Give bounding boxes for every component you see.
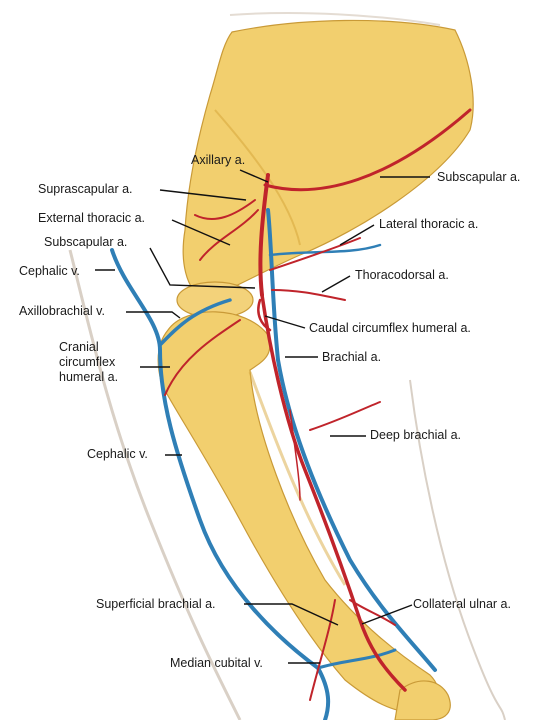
- deep-brachial-artery: [309, 401, 381, 431]
- leader-axillary: [239, 169, 269, 183]
- label-subscapular-a-left: Subscapular a.: [44, 235, 128, 249]
- label-median-cubital-v: Median cubital v.: [170, 656, 263, 670]
- label-cephalic-v-upper: Cephalic v.: [19, 264, 80, 278]
- brachial-artery: [260, 293, 407, 692]
- label-suprascapular-a: Suprascapular a.: [38, 182, 133, 196]
- label-cephalic-v-lower: Cephalic v.: [87, 447, 148, 461]
- scapula: [182, 19, 474, 301]
- leader-subscapular-left: [149, 247, 256, 289]
- label-axillobrachial-v: Axillobrachial v.: [19, 304, 105, 318]
- forearm-branch: [289, 409, 301, 501]
- humerus-shadow: [248, 371, 347, 586]
- label-superficial-brachial-a: Superficial brachial a.: [96, 597, 216, 611]
- label-external-thoracic-a: External thoracic a.: [38, 211, 145, 225]
- leader-lateral-thoracic: [339, 224, 375, 246]
- leader-external-thoracic: [171, 219, 231, 246]
- label-brachial-a: Brachial a.: [322, 350, 382, 364]
- leader-axillobrachial: [126, 311, 181, 319]
- subscapular-artery: [263, 108, 472, 192]
- caudal-circumflex-artery: [257, 298, 272, 332]
- axillobrachial-vein: [158, 298, 232, 347]
- leader-collateral-ulnar: [361, 604, 413, 625]
- label-deep-brachial-a: Deep brachial a.: [370, 428, 462, 442]
- thoracodorsal-artery: [271, 289, 346, 301]
- lateral-thoracic-artery: [269, 237, 361, 271]
- collateral-ulnar-artery: [349, 599, 396, 626]
- leader-caudal-circumflex: [264, 315, 306, 329]
- leader-superficial-brachial: [244, 603, 339, 626]
- label-cranial-circumflex-humeral-a: Cranial circumflex humeral a.: [59, 340, 119, 384]
- label-collateral-ulnar-a: Collateral ulnar a.: [413, 597, 511, 611]
- skin-outline-left: [68, 249, 242, 720]
- thoracic-vein: [268, 243, 382, 257]
- axillary-artery: [258, 173, 270, 297]
- skin-outline-top: [229, 12, 441, 26]
- suprascapular-artery: [194, 199, 256, 220]
- label-lateral-thoracic-a: Lateral thoracic a.: [379, 217, 479, 231]
- leader-thoracodorsal: [321, 275, 351, 293]
- label-caudal-circumflex-humeral-a: Caudal circumflex humeral a.: [309, 321, 471, 335]
- label-axillary-a: Axillary a.: [191, 153, 246, 167]
- superficial-brachial-artery: [309, 599, 336, 701]
- arteries: [164, 108, 472, 701]
- external-thoracic-artery: [199, 209, 259, 261]
- leader-lines: [95, 169, 430, 664]
- label-subscapular-a-right: Subscapular a.: [437, 170, 521, 184]
- median-cubital-vein: [316, 648, 397, 670]
- label-thoracodorsal-a: Thoracodorsal a.: [355, 268, 449, 282]
- brachial-vein: [266, 208, 437, 672]
- leader-suprascapular: [159, 189, 247, 201]
- cranial-circumflex-artery: [164, 319, 241, 396]
- skin-outline-right: [409, 379, 506, 720]
